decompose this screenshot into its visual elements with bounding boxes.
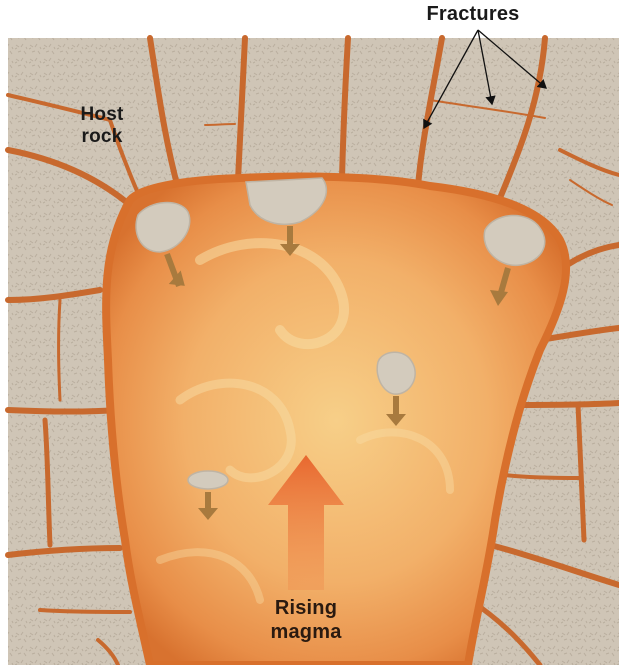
host-rock-label-line1: Host — [66, 104, 138, 126]
stoped-block — [377, 352, 415, 394]
host-rock-label: Host rock — [66, 104, 138, 149]
rising-magma-label: Rising magma — [246, 597, 366, 644]
rising-magma-label-line1: Rising — [246, 597, 366, 621]
fractures-label: Fractures — [408, 3, 538, 27]
stoped-block — [188, 471, 228, 489]
rising-magma-label-line2: magma — [246, 621, 366, 645]
host-rock-label-line2: rock — [66, 126, 138, 148]
